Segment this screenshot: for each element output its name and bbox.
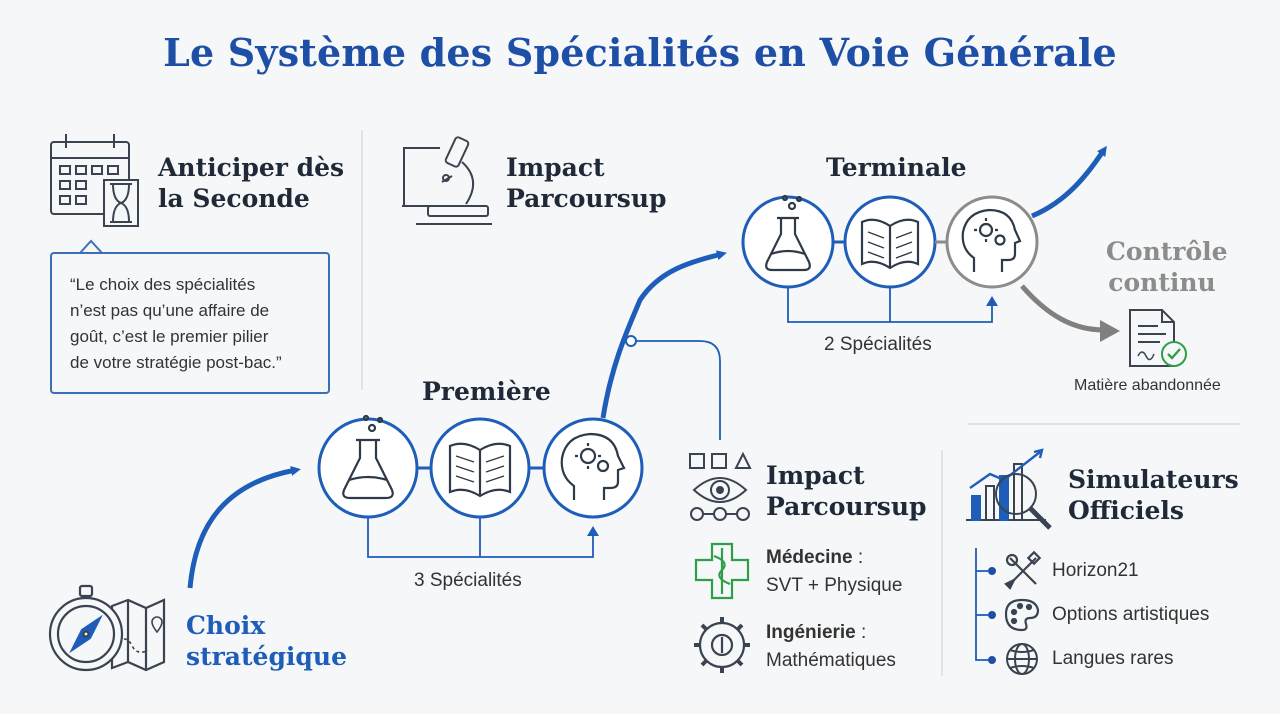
impact-item-sep: : (855, 622, 867, 643)
controle-line1: Contrôle (1106, 237, 1228, 266)
quote-line: goût, c’est le premier pilier (70, 327, 269, 346)
simulateurs-bracket (975, 548, 988, 661)
premiere-count: 3 Spécialités (414, 570, 522, 591)
globe-icon (1006, 643, 1038, 675)
quote-text: “Le choix des spécialités n’est pas qu’u… (70, 272, 320, 376)
impact-item-title: Ingénierie (766, 622, 856, 643)
choix-heading: Choix stratégique (186, 610, 347, 672)
premiere-title: Première (422, 377, 551, 406)
arrow-choix-to-premiere (187, 465, 301, 589)
terminale-title: Terminale (826, 153, 967, 182)
gear-icon (694, 617, 750, 673)
choix-line2: stratégique (186, 642, 347, 671)
impact-item-detail: SVT + Physique (766, 575, 903, 596)
controle-line2: continu (1108, 268, 1216, 297)
impact-item-medecine: Médecine : SVT + Physique (766, 544, 902, 600)
arrow-to-controle (1020, 284, 1105, 333)
simulateur-item-options: Options artistiques (1052, 604, 1210, 625)
impact-mid-line2: Parcoursup (766, 492, 927, 521)
impact-mid-heading: Impact Parcoursup (766, 460, 926, 522)
impact-top-line1: Impact (506, 153, 605, 182)
arrow-premiere-to-terminale (600, 250, 727, 419)
page-title: Le Système des Spécialités en Voie Génér… (163, 30, 1117, 75)
head-gears-icon (961, 208, 1022, 272)
flask-icon (342, 414, 394, 500)
book-icon (860, 218, 920, 270)
controle-heading: Contrôle continu (1106, 236, 1228, 298)
quote-line: “Le choix des spécialités (70, 275, 256, 294)
arrow-terminale-up (1031, 145, 1107, 219)
eye-shapes-icon (689, 451, 752, 521)
palette-icon (1004, 598, 1040, 632)
simulateurs-line1: Simulateurs (1068, 465, 1239, 494)
anticiper-line1: Anticiper dès (158, 153, 345, 182)
caduceus-icon (694, 542, 750, 600)
terminale-count: 2 Spécialités (824, 334, 932, 355)
book-icon (448, 442, 512, 498)
impact-top-line2: Parcoursup (506, 184, 667, 213)
anticiper-heading: Anticiper dès la Seconde (158, 152, 344, 214)
simulateur-item-langues: Langues rares (1052, 648, 1174, 669)
junction-node (625, 335, 637, 347)
abandoned-label: Matière abandonnée (1074, 377, 1221, 394)
impact-item-title: Médecine (766, 547, 853, 568)
impact-top-heading: Impact Parcoursup (506, 152, 666, 214)
impact-mid-line1: Impact (766, 461, 865, 490)
anticiper-line2: la Seconde (158, 184, 310, 213)
calendar-hourglass-icon (50, 134, 139, 227)
choix-line1: Choix (186, 611, 266, 640)
simulateur-item-horizon21: Horizon21 (1052, 560, 1139, 581)
quote-line: de votre stratégie post-bac.” (70, 353, 282, 372)
impact-item-ingenierie: Ingénierie : Mathématiques (766, 619, 896, 675)
simulateurs-heading: Simulateurs Officiels (1068, 464, 1239, 526)
simulateurs-line2: Officiels (1068, 496, 1184, 525)
microscope-icon (402, 136, 492, 225)
compass-map-icon (48, 584, 166, 672)
quote-pointer (79, 239, 103, 254)
connector-to-impact (636, 340, 721, 440)
quote-box (50, 252, 330, 394)
document-check-icon (1129, 309, 1187, 367)
impact-item-sep: : (852, 547, 864, 568)
impact-item-detail: Mathématiques (766, 650, 896, 671)
quote-line: n’est pas qu’une affaire de (70, 301, 270, 320)
head-gears-icon (560, 432, 626, 500)
chart-magnifier-icon (966, 448, 1052, 530)
tools-icon (1004, 550, 1042, 590)
flask-icon (765, 194, 811, 272)
